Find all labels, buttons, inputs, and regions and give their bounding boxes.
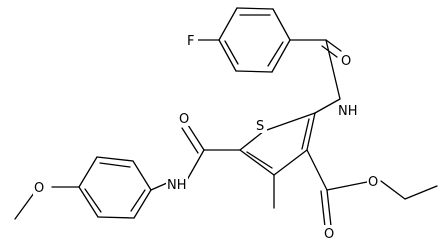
atom-label-methoxy-oxygen: O	[33, 179, 45, 196]
left-amide	[150, 124, 241, 191]
svg-text:NH: NH	[167, 178, 187, 193]
atom-label-sulfur: S	[255, 117, 267, 134]
atom-label-amide-nh-top: NH	[337, 102, 359, 119]
methyl-ether-bond	[14, 192, 35, 220]
svg-text:O: O	[324, 227, 334, 242]
thiophene-ring	[239, 112, 316, 176]
atom-label-amide-oxygen-left: O	[178, 110, 190, 127]
atom-label-ester-oxygen-double: O	[323, 225, 335, 242]
svg-text:F: F	[187, 34, 194, 49]
svg-text:NH: NH	[338, 104, 358, 119]
svg-text:O: O	[179, 112, 189, 127]
atom-label-fluorine: F	[186, 32, 198, 49]
svg-text:O: O	[368, 175, 378, 190]
atom-label-amide-oxygen-top: O	[340, 52, 352, 69]
atom-label-ester-oxygen-single: O	[367, 173, 379, 190]
svg-text:O: O	[341, 54, 351, 69]
ethyl-ester	[306, 149, 438, 228]
atom-label-amide-nh-left: NH	[166, 176, 188, 193]
svg-text:S: S	[256, 119, 264, 134]
top-amide	[289, 39, 342, 114]
methoxyphenyl-ring	[78, 156, 152, 219]
svg-text:O: O	[34, 181, 44, 196]
fluorophenyl-ring	[218, 7, 291, 73]
